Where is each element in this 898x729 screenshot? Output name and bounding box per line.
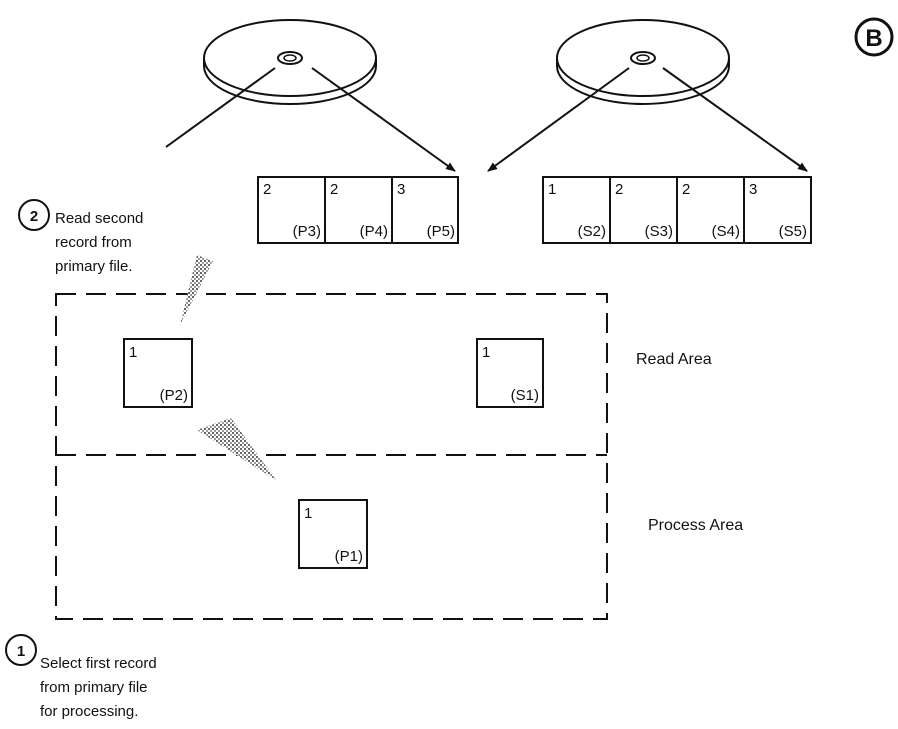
buffer-frame bbox=[55, 293, 608, 620]
primary-queue-record: 3 (P5) bbox=[397, 181, 455, 240]
step-text-line: record from bbox=[55, 234, 132, 251]
secondary-disk-arrow-right bbox=[662, 67, 808, 172]
svg-text:2: 2 bbox=[330, 181, 338, 198]
process-area-record: 1 (P1) bbox=[298, 499, 368, 569]
step-number: 1 bbox=[17, 643, 25, 660]
svg-text:3: 3 bbox=[749, 181, 757, 198]
step-text-line: Select first record bbox=[40, 655, 157, 672]
svg-text:3: 3 bbox=[397, 181, 405, 198]
read-area-record-primary: 1 (P2) bbox=[123, 338, 193, 408]
step-text-line: primary file. bbox=[55, 258, 133, 275]
svg-text:(P5): (P5) bbox=[427, 223, 455, 240]
primary-queue: 2 (P3) 2 (P4) 3 (P5) bbox=[257, 176, 459, 244]
step-text-line: for processing. bbox=[40, 703, 138, 720]
primary-queue-record: 2 (P3) bbox=[263, 181, 321, 240]
secondary-queue-record: 3 (S5) bbox=[749, 181, 807, 240]
svg-text:1: 1 bbox=[129, 344, 137, 361]
step-number: 2 bbox=[30, 208, 38, 225]
svg-text:2: 2 bbox=[682, 181, 690, 198]
secondary-disk-icon bbox=[556, 19, 730, 105]
svg-text:(S4): (S4) bbox=[712, 223, 740, 240]
svg-text:(S1): (S1) bbox=[511, 387, 539, 404]
svg-text:(P2): (P2) bbox=[160, 387, 188, 404]
step-1-note: 1 Select first record from primary file … bbox=[5, 634, 157, 720]
process-movement-wedge bbox=[197, 418, 276, 480]
secondary-queue-record: 2 (S3) bbox=[615, 181, 673, 240]
svg-text:2: 2 bbox=[615, 181, 623, 198]
step-text-line: Read second bbox=[55, 210, 143, 227]
svg-text:(S5): (S5) bbox=[779, 223, 807, 240]
badge-letter: B bbox=[865, 25, 882, 52]
svg-text:(P1): (P1) bbox=[335, 548, 363, 565]
read-movement-wedge bbox=[180, 255, 213, 325]
read-area-label: Read Area bbox=[636, 351, 712, 368]
svg-text:(S2): (S2) bbox=[578, 223, 606, 240]
buffer-areas bbox=[55, 293, 608, 620]
process-area-label: Process Area bbox=[648, 517, 743, 534]
secondary-queue: 1 (S2) 2 (S3) 2 (S4) 3 (S5) bbox=[542, 176, 812, 244]
primary-queue-record: 2 (P4) bbox=[330, 181, 388, 240]
step-text-line: from primary file bbox=[40, 679, 148, 696]
svg-text:1: 1 bbox=[482, 344, 490, 361]
badge-b-icon: B bbox=[854, 17, 894, 57]
secondary-queue-record: 2 (S4) bbox=[682, 181, 740, 240]
svg-text:2: 2 bbox=[263, 181, 271, 198]
svg-text:(S3): (S3) bbox=[645, 223, 673, 240]
read-area-record-secondary: 1 (S1) bbox=[476, 338, 544, 408]
svg-text:(P4): (P4) bbox=[360, 223, 388, 240]
primary-disk-arrow bbox=[311, 67, 456, 172]
primary-disk-icon bbox=[203, 19, 377, 105]
svg-text:1: 1 bbox=[304, 505, 312, 522]
secondary-disk-arrow-left bbox=[487, 67, 630, 172]
svg-text:(P3): (P3) bbox=[293, 223, 321, 240]
secondary-queue-record: 1 (S2) bbox=[548, 181, 606, 240]
step-2-note: 2 Read second record from primary file. bbox=[18, 199, 143, 275]
svg-text:1: 1 bbox=[548, 181, 556, 198]
primary-disk-line bbox=[165, 67, 276, 148]
